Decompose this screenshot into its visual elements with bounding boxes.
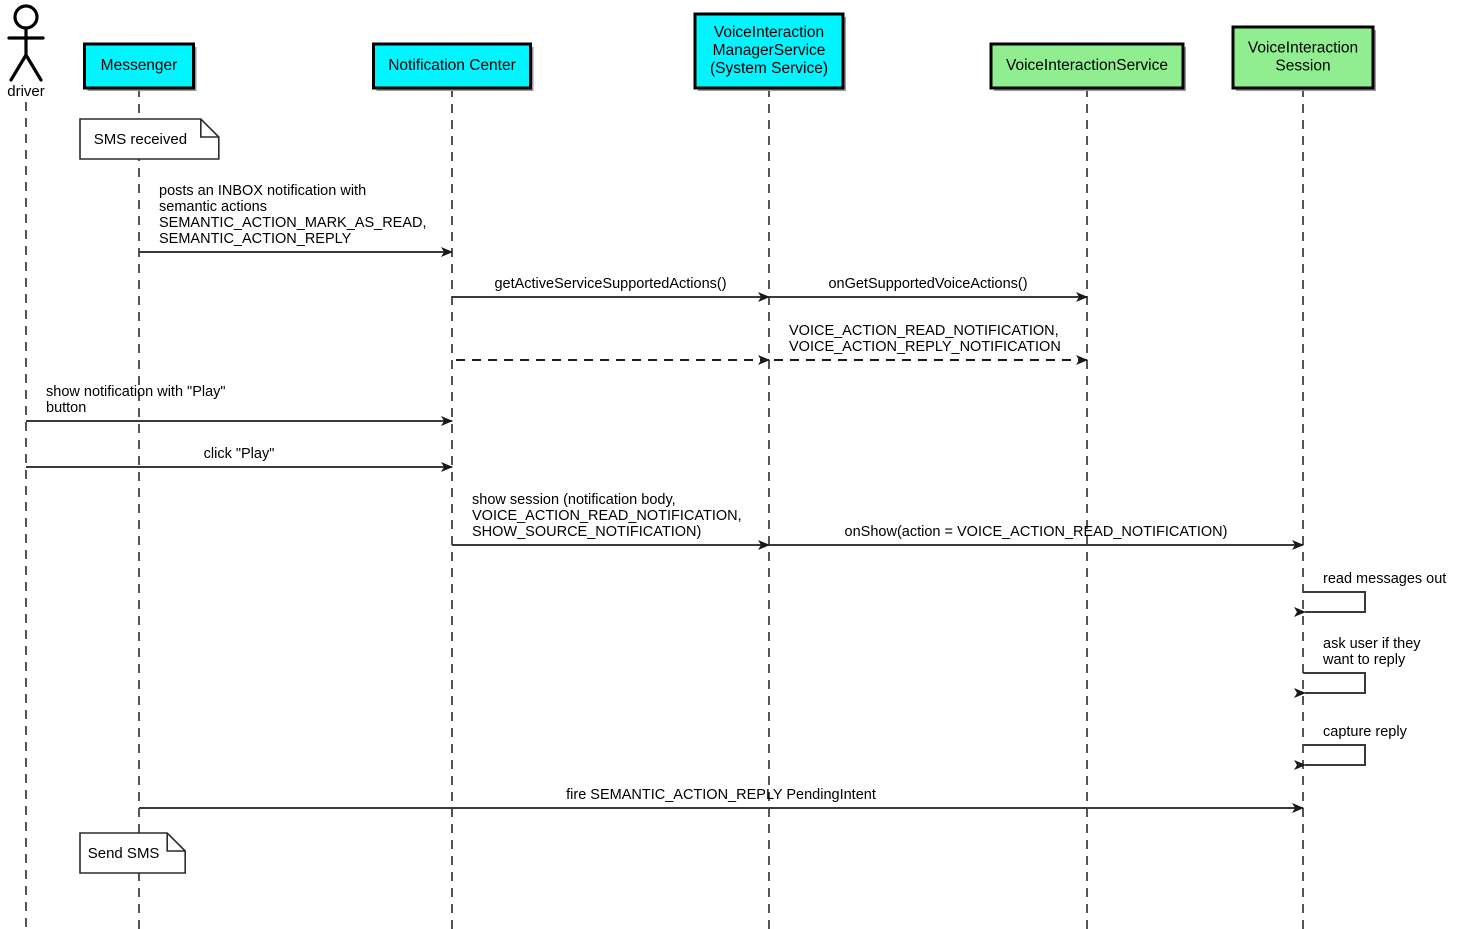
participant-box[interactable]	[1231, 25, 1375, 90]
self-message-self-capture-reply: capture reply	[1294, 724, 1408, 770]
participant-label: VoiceInteractionService	[1006, 57, 1168, 74]
self-message-label: capture reply	[1323, 724, 1408, 740]
note-label: Send SMS	[88, 845, 160, 862]
actor-head-icon	[13, 4, 39, 30]
message-label: SEMANTIC_ACTION_REPLY	[159, 231, 352, 247]
actor-driver: driver	[7, 4, 45, 100]
participant-voice-interaction-service[interactable]: VoiceInteractionService	[989, 42, 1186, 91]
message-msg-show-session: show session (notification body,VOICE_AC…	[452, 492, 770, 550]
messages-layer: posts an INBOX notification withsemantic…	[26, 183, 1304, 813]
participant-box[interactable]	[372, 42, 532, 90]
message-label: fire SEMANTIC_ACTION_REPLY PendingIntent	[566, 787, 876, 803]
lifelines-layer	[25, 88, 1304, 929]
actor-layer: driver	[7, 4, 45, 100]
self-message-label: read messages out	[1323, 571, 1446, 587]
message-label: VOICE_ACTION_REPLY_NOTIFICATION	[789, 339, 1061, 355]
participant-label: Messenger	[101, 57, 178, 74]
message-label: getActiveServiceSupportedActions()	[494, 276, 726, 292]
message-msg-on-show: onShow(action = VOICE_ACTION_READ_NOTIFI…	[769, 524, 1304, 550]
note-fold-corner-icon	[166, 833, 186, 852]
message-label: onGetSupportedVoiceActions()	[828, 276, 1027, 292]
note-label: SMS received	[94, 131, 187, 148]
note-shape	[79, 832, 186, 874]
participant-label: Notification Center	[388, 57, 516, 74]
self-message-arrow	[1294, 672, 1366, 698]
note-shape	[79, 118, 220, 160]
self-message-arrow	[1294, 591, 1366, 617]
participant-box[interactable]	[83, 42, 195, 90]
message-label: button	[46, 400, 86, 416]
message-label: posts an INBOX notification with	[159, 183, 366, 199]
participant-label: ManagerService	[713, 42, 826, 59]
message-label: show notification with "Play"	[46, 384, 226, 400]
note-fold-corner-icon	[200, 119, 219, 138]
message-msg-fire-semantic-action-reply-pending-intent: fire SEMANTIC_ACTION_REPLY PendingIntent	[139, 787, 1304, 813]
message-msg-on-get-supported-voice-actions: onGetSupportedVoiceActions()	[769, 276, 1088, 302]
message-msg-show-notification-with-play-button: show notification with "Play"button	[26, 384, 453, 426]
message-label: onShow(action = VOICE_ACTION_READ_NOTIFI…	[845, 524, 1228, 540]
participant-box[interactable]	[693, 12, 845, 90]
actor-label: driver	[7, 83, 45, 100]
message-label: SEMANTIC_ACTION_MARK_AS_READ,	[159, 215, 427, 231]
participant-box[interactable]	[989, 42, 1185, 90]
participant-label: VoiceInteraction	[714, 24, 824, 41]
participant-notification-center[interactable]: Notification Center	[372, 42, 534, 91]
message-msg-get-active-service-supported-actions: getActiveServiceSupportedActions()	[452, 276, 770, 302]
self-message-label: want to reply	[1322, 652, 1406, 668]
participant-messenger[interactable]: Messenger	[83, 42, 197, 91]
message-label: VOICE_ACTION_READ_NOTIFICATION,	[472, 508, 742, 524]
participants-layer: Messenger Notification Center VoiceInterac…	[83, 12, 1376, 91]
message-msg-post-inbox-notification: posts an INBOX notification withsemantic…	[139, 183, 453, 257]
self-message-arrow	[1294, 744, 1366, 770]
message-msg-return-voice-actions: VOICE_ACTION_READ_NOTIFICATION,VOICE_ACT…	[769, 323, 1088, 365]
note-note-send-sms: Send SMS	[79, 832, 186, 874]
note-note-sms-received: SMS received	[79, 118, 220, 160]
message-label: show session (notification body,	[472, 492, 676, 508]
self-message-self-read-messages-out: read messages out	[1294, 571, 1446, 617]
message-label: click "Play"	[204, 446, 275, 462]
message-label: SHOW_SOURCE_NOTIFICATION)	[472, 524, 701, 540]
participant-label: Session	[1275, 58, 1330, 75]
message-label: VOICE_ACTION_READ_NOTIFICATION,	[789, 323, 1059, 339]
self-message-label: ask user if they	[1323, 636, 1421, 652]
message-msg-click-play: click "Play"	[26, 446, 453, 472]
actor-body-icon	[7, 26, 45, 82]
participant-label: VoiceInteraction	[1248, 40, 1358, 57]
message-label: semantic actions	[159, 199, 267, 215]
participant-label: (System Service)	[710, 60, 828, 77]
